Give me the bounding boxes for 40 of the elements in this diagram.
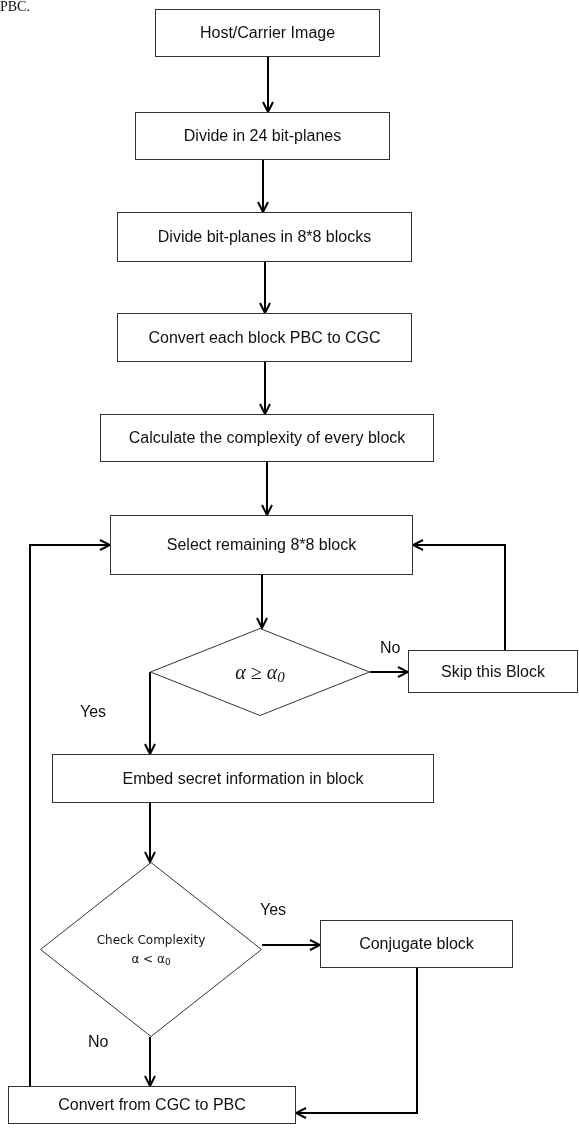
node-text: Convert each block PBC to CGC: [148, 327, 381, 348]
process-box: [52, 754, 434, 803]
node-text: Divide bit-planes in 8*8 blocks: [157, 227, 372, 247]
process-box: [408, 650, 578, 693]
arrow: [144, 1036, 156, 1087]
decision-diamond: [40, 862, 262, 1037]
node-text: Convert from CGC to PBC: [58, 1095, 246, 1115]
node-text: Embed secret information in block: [122, 768, 364, 789]
node-text: α < α$_{0}$: [130, 951, 172, 967]
arrow: [259, 261, 271, 314]
node-text: Conjugate block: [359, 934, 474, 954]
arrow: [295, 967, 418, 1119]
process-box: [135, 112, 390, 160]
text-fragment: PBC.: [0, 0, 30, 14]
decision-diamond: [150, 628, 370, 716]
node-text: Select remaining 8*8 block: [166, 535, 357, 555]
node-text: α ≥ α$_{0}$: [235, 659, 285, 685]
arrow: [256, 574, 268, 629]
arrow: [412, 539, 506, 651]
process-box: [100, 414, 434, 462]
process-box: [8, 1086, 296, 1124]
process-box: [155, 9, 380, 57]
arrow: [144, 802, 156, 863]
node-text: Host/Carrier Image: [199, 23, 336, 43]
node-text: Check Complexity: [95, 932, 207, 948]
arrow: [29, 539, 111, 1087]
node-text: Divide in 24 bit-planes: [183, 126, 342, 146]
process-box: [117, 313, 412, 362]
arrow: [257, 159, 269, 213]
arrow: [262, 56, 274, 113]
arrow: [259, 361, 271, 415]
node-text: Calculate the complexity of every block: [128, 428, 406, 448]
process-box: [320, 920, 513, 968]
process-box: [110, 515, 413, 575]
process-box: [117, 212, 412, 262]
arrow: [261, 461, 273, 516]
arrow: [144, 671, 156, 755]
arrow: [261, 939, 321, 951]
arrow: [369, 666, 409, 678]
node-text: Skip this Block: [440, 661, 545, 682]
